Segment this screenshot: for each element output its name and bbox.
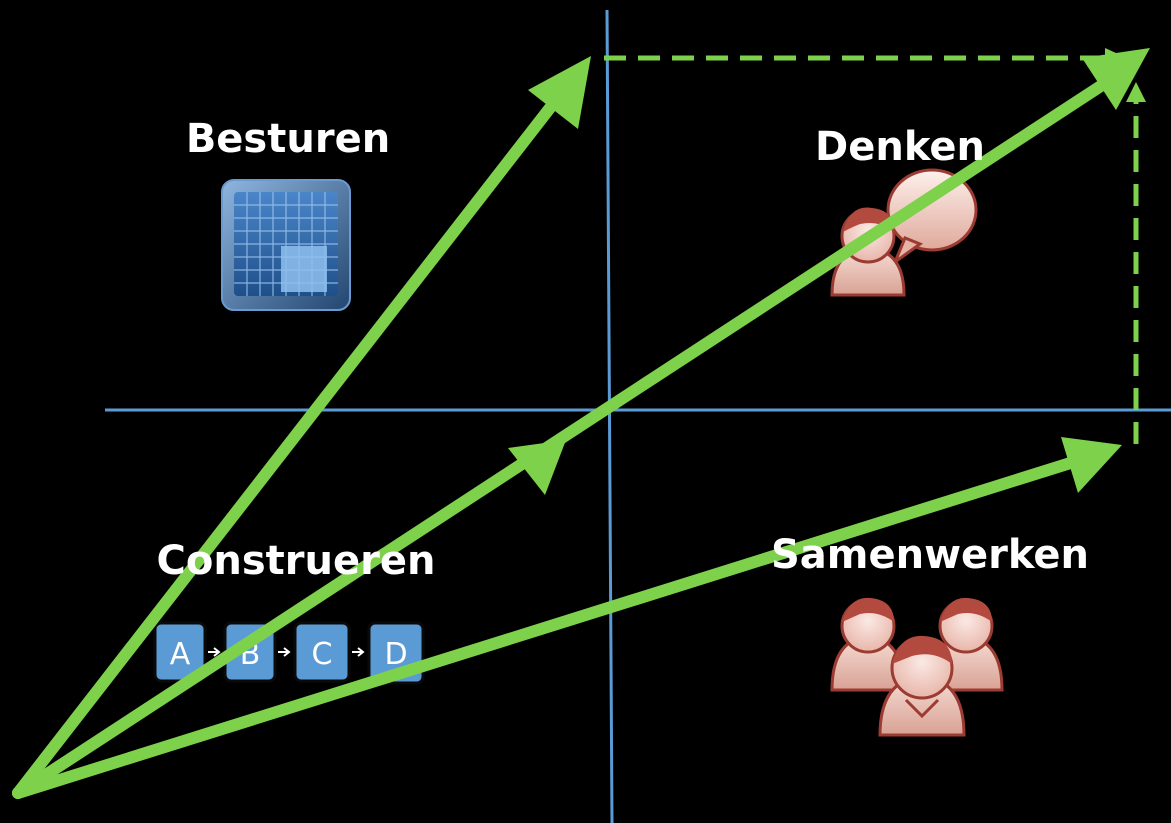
quadrant-label-construeren: Construeren bbox=[157, 538, 436, 584]
arrow-to-besturen bbox=[12, 56, 591, 799]
step-box-c bbox=[293, 621, 351, 683]
arrow-to-denken bbox=[12, 48, 1150, 799]
dashed-vertical-arrowhead bbox=[1126, 82, 1146, 102]
arrow-to-samenwerken bbox=[12, 437, 1122, 799]
vertical-axis bbox=[605, 9, 614, 823]
step-connector-ab bbox=[208, 647, 221, 657]
step-label-c: C bbox=[312, 637, 333, 672]
quadrant-label-denken: Denken bbox=[815, 124, 985, 170]
group-people-icon bbox=[830, 597, 1004, 737]
person-speech-bubble-icon bbox=[830, 168, 978, 297]
quadrant-label-samenwerken: Samenwerken bbox=[771, 532, 1089, 578]
step-label-d: D bbox=[384, 637, 407, 672]
denken-arrow-midpoint-head bbox=[508, 440, 566, 495]
step-connector-cd bbox=[352, 647, 365, 657]
step-connector-bc bbox=[278, 647, 291, 657]
quadrant-label-besturen: Besturen bbox=[186, 116, 390, 162]
step-label-a: A bbox=[170, 637, 191, 672]
grid-panel-icon bbox=[221, 179, 351, 311]
